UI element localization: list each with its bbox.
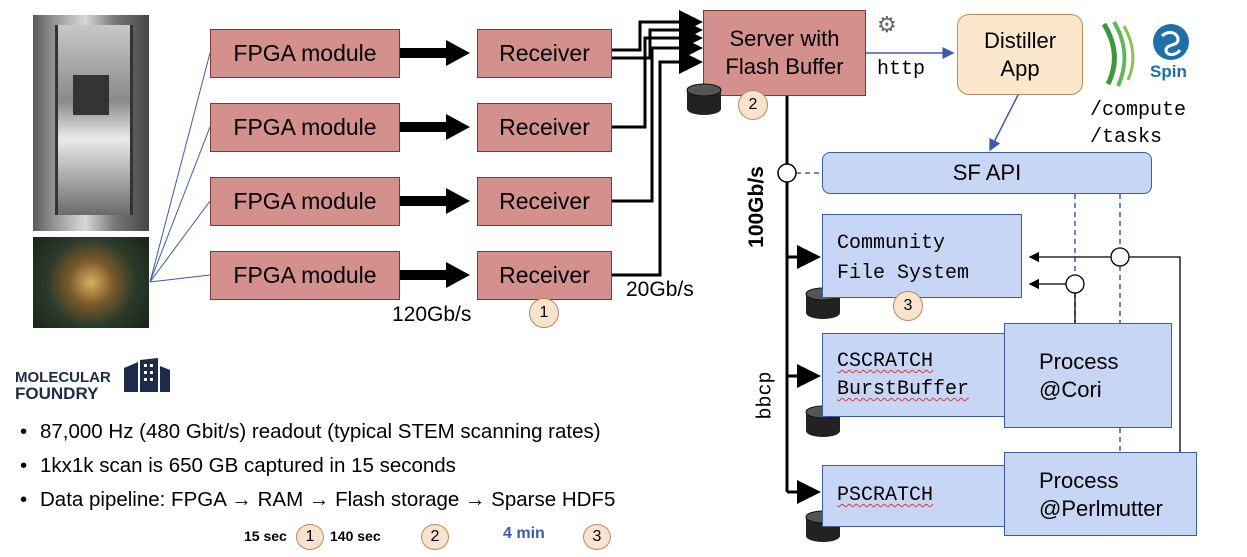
timing-badge-2: 2: [421, 524, 449, 550]
timing-badge-3: 3: [583, 524, 611, 550]
bullet-item: 1kx1k scan is 650 GB captured in 15 seco…: [20, 449, 615, 483]
mf-line2: FOUNDRY: [15, 384, 99, 403]
cfs-line1: Community: [837, 232, 946, 255]
mf-line1: MOLECULAR: [15, 369, 111, 386]
cscratch-box: CSCRATCH BurstBuffer: [822, 333, 1022, 417]
bbcp-label: bbcp: [754, 371, 778, 420]
timing-140sec: 140 sec: [330, 528, 381, 544]
badge-3: 3: [893, 291, 923, 321]
rate-120gb-label: 120Gb/s: [392, 303, 472, 326]
molecular-foundry-logo-text: MOLECULAR FOUNDRY: [15, 369, 111, 403]
spin-path-tasks: /tasks: [1090, 126, 1163, 149]
sf-api-box: SF API: [822, 152, 1152, 194]
disk-icon: [686, 83, 722, 115]
cfs-line2: File System: [837, 262, 970, 285]
fpga-module-3: FPGA module: [210, 177, 400, 226]
process-cori-line2: @Cori: [1039, 377, 1102, 402]
bullet-item: Data pipeline: FPGA → RAM → Flash storag…: [20, 483, 615, 517]
receiver-4: Receiver: [477, 251, 612, 300]
sf-api-label: SF API: [952, 160, 1022, 185]
receiver-1: Receiver: [477, 29, 612, 78]
rate-20gb-label: 20Gb/s: [626, 278, 694, 301]
pscratch-box: PSCRATCH: [822, 465, 1022, 527]
detector-chip-photo: [33, 237, 149, 328]
cscratch-line2: BurstBuffer: [837, 378, 970, 401]
timing-badge-1: 1: [296, 524, 324, 550]
rate-100gb-label: 100Gb/s: [744, 166, 768, 248]
community-file-system-box: Community File System: [822, 214, 1022, 298]
fpga-module-1: FPGA module: [210, 29, 400, 78]
timing-15sec: 15 sec: [244, 528, 287, 544]
process-cori-line1: Process: [1039, 349, 1119, 374]
distiller-line1: Distiller: [983, 27, 1057, 53]
receiver-3: Receiver: [477, 177, 612, 226]
server-line1: Server with: [729, 26, 840, 51]
badge-1: 1: [529, 298, 559, 328]
process-cori-box: Process @Cori: [1004, 323, 1172, 428]
distiller-app: Distiller App: [957, 14, 1083, 95]
bullet-item: 87,000 Hz (480 Gbit/s) readout (typical …: [20, 415, 615, 449]
server-line2: Flash Buffer: [725, 54, 844, 79]
molecular-foundry-building-icon: [124, 358, 170, 392]
process-perlmutter-line2: @Perlmutter: [1039, 496, 1163, 521]
server-flash-buffer: Server with Flash Buffer: [703, 10, 866, 96]
receiver-2: Receiver: [477, 103, 612, 152]
badge-2: 2: [738, 90, 768, 120]
distiller-line2: App: [1000, 55, 1040, 81]
gear-icon: ⚙: [877, 12, 897, 37]
process-perlmutter-line1: Process: [1039, 468, 1119, 493]
spin-logo-icon: [1101, 20, 1189, 87]
microscope-photo: [33, 15, 149, 231]
http-label: http: [877, 58, 926, 81]
spin-path-compute: /compute: [1090, 99, 1187, 122]
bullet-list: 87,000 Hz (480 Gbit/s) readout (typical …: [20, 415, 615, 517]
cscratch-line1: CSCRATCH: [837, 350, 934, 373]
spin-logo-text: Spin: [1150, 62, 1187, 81]
fpga-module-4: FPGA module: [210, 251, 400, 300]
timing-4min: 4 min: [503, 525, 545, 542]
pscratch-label: PSCRATCH: [837, 484, 934, 507]
process-perlmutter-box: Process @Perlmutter: [1004, 452, 1197, 536]
fpga-module-2: FPGA module: [210, 103, 400, 152]
